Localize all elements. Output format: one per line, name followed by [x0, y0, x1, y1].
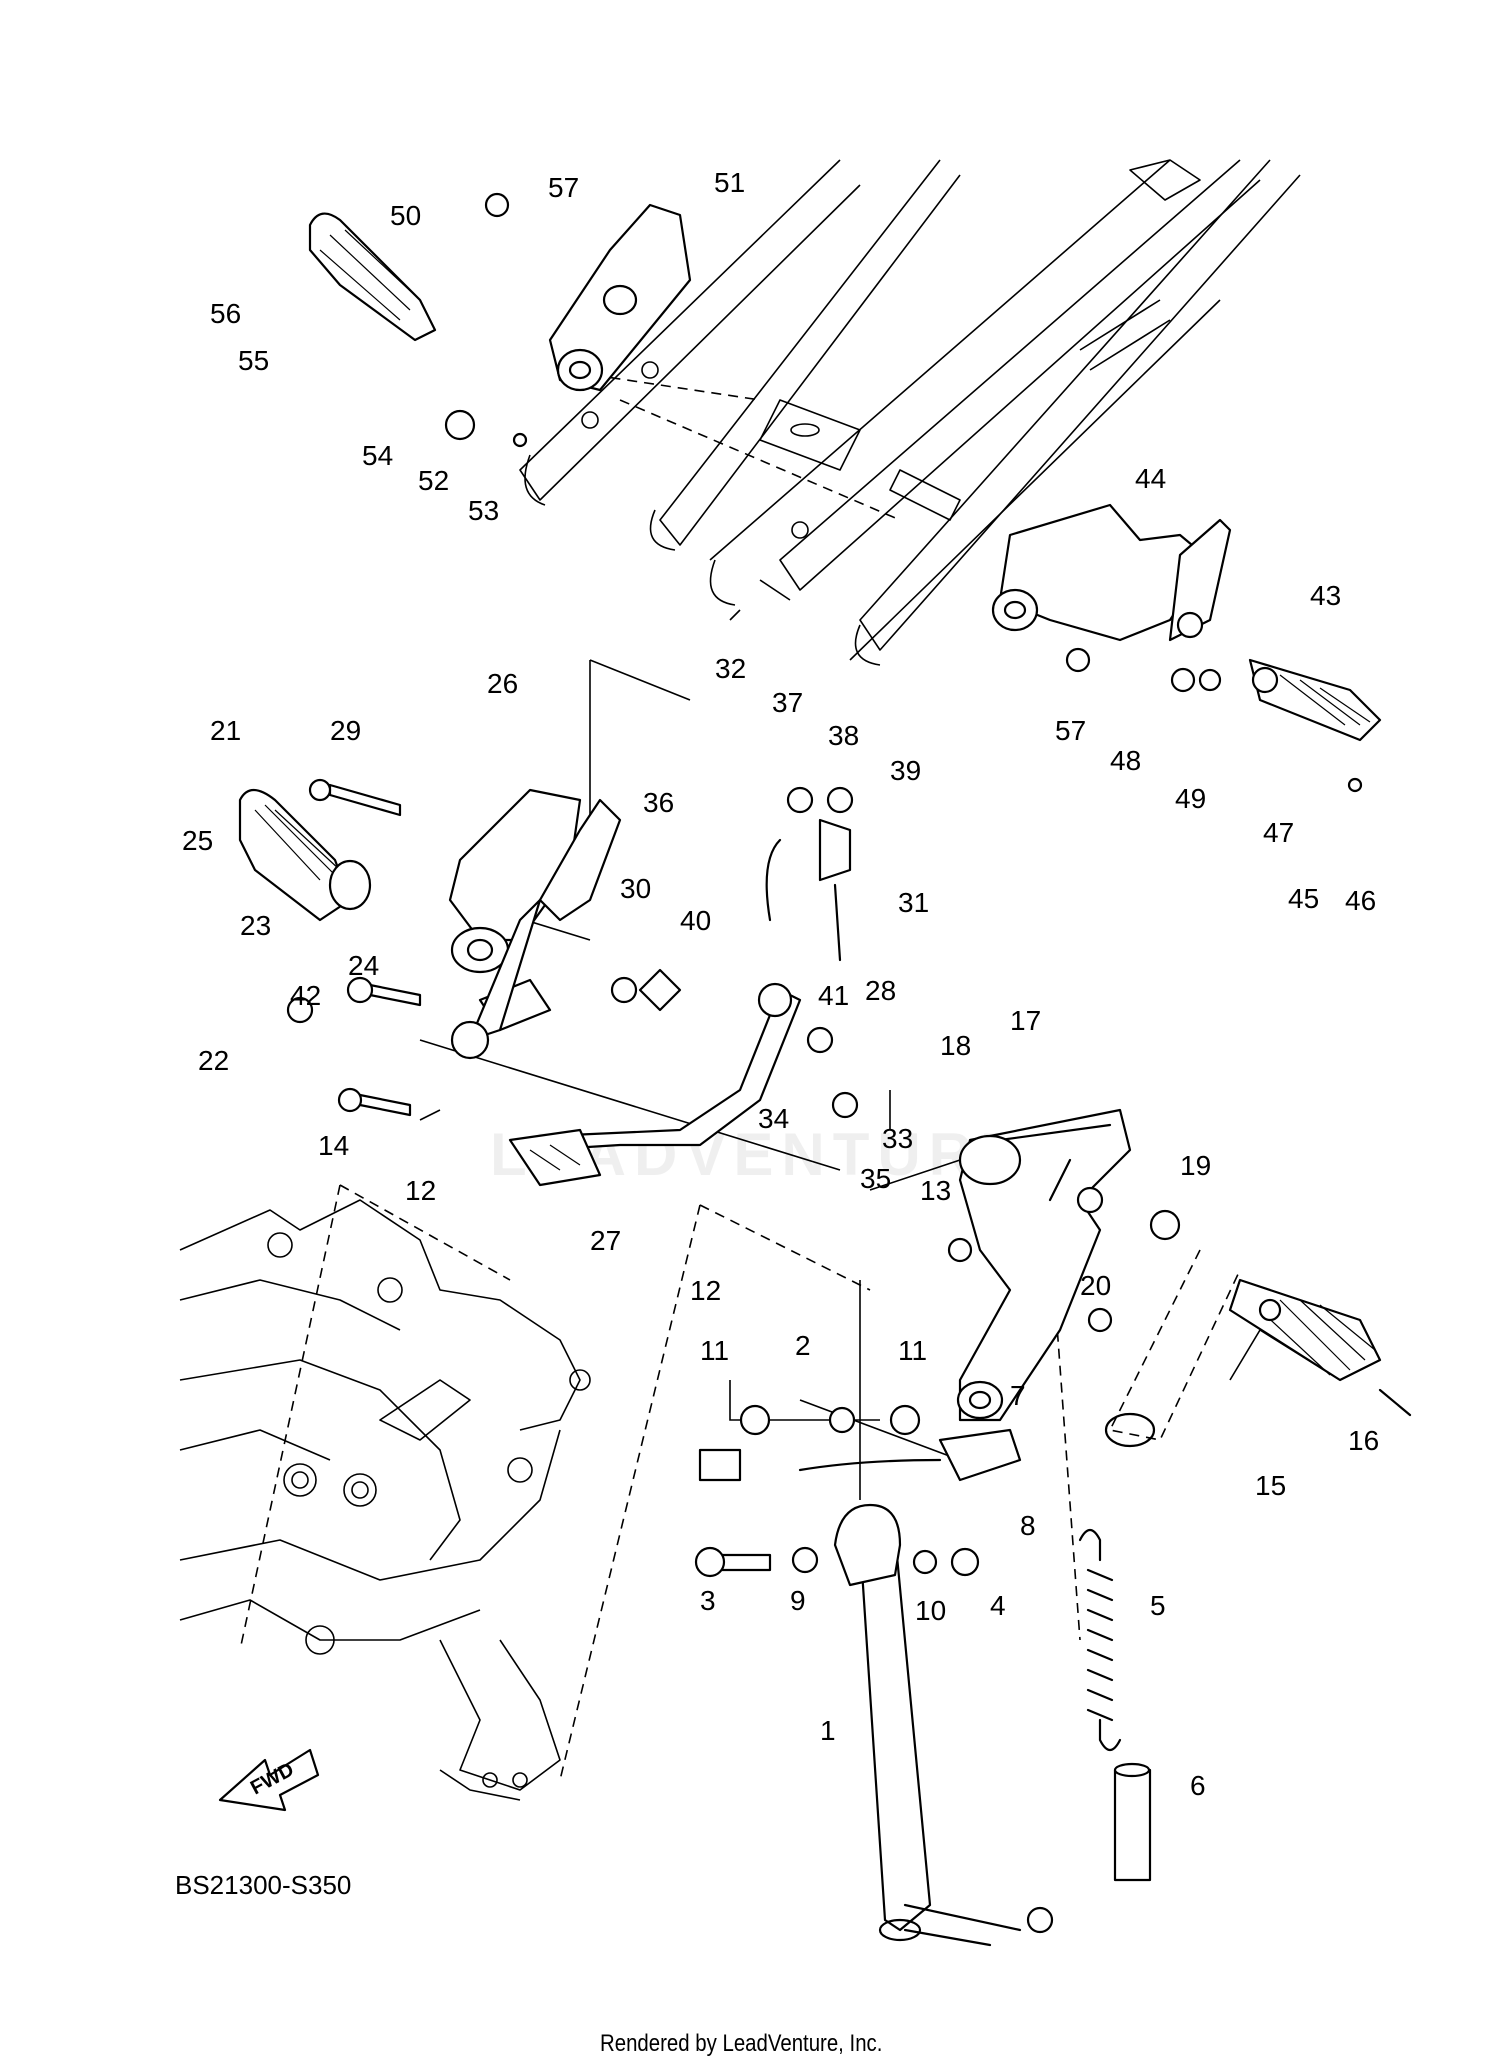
callout-3: 3	[700, 1585, 716, 1616]
callout-40: 40	[680, 905, 711, 936]
callout-26: 26	[487, 668, 518, 699]
callout-48: 48	[1110, 745, 1141, 776]
brake-pedal-27	[508, 982, 802, 1187]
rear-subframe	[519, 159, 1301, 666]
main-frame	[179, 1199, 591, 1801]
callout-11-left: 11	[700, 1335, 729, 1366]
callout-1: 1	[820, 1715, 836, 1746]
footrest-21	[238, 788, 372, 922]
callout-31: 31	[898, 887, 929, 918]
assembly-lines	[239, 369, 1341, 1781]
callout-2: 2	[795, 1330, 811, 1361]
spring-cover-6	[1113, 1762, 1152, 1882]
callout-44: 44	[1135, 463, 1166, 494]
callout-13: 13	[920, 1175, 951, 1206]
stoplight-switch-31	[765, 818, 852, 962]
callout-10: 10	[915, 1595, 946, 1626]
callout-23: 23	[240, 910, 271, 941]
rear-footrest-bracket-51	[548, 203, 692, 392]
callout-36: 36	[643, 787, 674, 818]
callout-35: 35	[860, 1163, 891, 1194]
callout-34: 34	[758, 1103, 789, 1134]
spring-5	[1078, 1528, 1122, 1752]
callout-43: 43	[1310, 580, 1341, 611]
callout-15: 15	[1255, 1470, 1286, 1501]
callouts: 1 2 3 4 5 6 7 8 9 10 11 11 12 12 13 14 1…	[182, 167, 1379, 1801]
forward-arrow-icon: FWD	[218, 1748, 320, 1812]
callout-4: 4	[990, 1590, 1006, 1621]
callout-16: 16	[1348, 1425, 1379, 1456]
callout-11-right: 11	[898, 1335, 927, 1366]
callout-46: 46	[1345, 885, 1376, 916]
callout-38: 38	[828, 720, 859, 751]
callout-12-lower: 12	[690, 1275, 721, 1306]
callout-5: 5	[1150, 1590, 1166, 1621]
callout-57-bottom: 57	[1055, 715, 1086, 746]
callout-14: 14	[318, 1130, 349, 1161]
sidestand-switch-7	[698, 1428, 1022, 1482]
callout-55: 55	[238, 345, 269, 376]
callout-29: 29	[330, 715, 361, 746]
callout-32: 32	[715, 653, 746, 684]
callout-33: 33	[882, 1123, 913, 1154]
callout-42: 42	[290, 980, 321, 1011]
callout-20: 20	[1080, 1270, 1111, 1301]
callout-17: 17	[1010, 1005, 1041, 1036]
footrest-assembly-15	[1104, 1249, 1412, 1448]
callout-51: 51	[714, 167, 745, 198]
callout-7: 7	[1010, 1380, 1026, 1411]
diagram-code: BS21300-S350	[175, 1870, 352, 1900]
callout-22: 22	[198, 1045, 229, 1076]
brake-lever-bracket-26	[448, 788, 622, 1060]
callout-28: 28	[865, 975, 896, 1006]
callout-54: 54	[362, 440, 393, 471]
callout-41: 41	[818, 980, 849, 1011]
callout-8: 8	[1020, 1510, 1036, 1541]
sidestand-1	[833, 1503, 1054, 1947]
rear-footrest-43	[1248, 658, 1382, 742]
callout-25: 25	[182, 825, 213, 856]
fasteners	[286, 192, 1363, 1578]
callout-21: 21	[210, 715, 241, 746]
callout-18: 18	[940, 1030, 971, 1061]
rear-footrest-bracket-44	[991, 503, 1232, 642]
callout-53: 53	[468, 495, 499, 526]
callout-6: 6	[1190, 1770, 1206, 1801]
render-credit: Rendered by LeadVenture, Inc.	[600, 2030, 883, 2057]
callout-12-upper: 12	[405, 1175, 436, 1206]
callout-37: 37	[772, 687, 803, 718]
callout-9: 9	[790, 1585, 806, 1616]
callout-56: 56	[210, 298, 241, 329]
callout-47: 47	[1263, 817, 1294, 848]
callout-45: 45	[1288, 883, 1319, 914]
callout-30: 30	[620, 873, 651, 904]
right-footrest-bracket-17	[956, 1108, 1132, 1422]
rear-footrest-50	[308, 212, 437, 342]
callout-24: 24	[348, 950, 379, 981]
callout-52: 52	[418, 465, 449, 496]
callout-57-top: 57	[548, 172, 579, 203]
callout-19: 19	[1180, 1150, 1211, 1181]
callout-49: 49	[1175, 783, 1206, 814]
callout-39: 39	[890, 755, 921, 786]
callout-50: 50	[390, 200, 421, 231]
callout-27: 27	[590, 1225, 621, 1256]
